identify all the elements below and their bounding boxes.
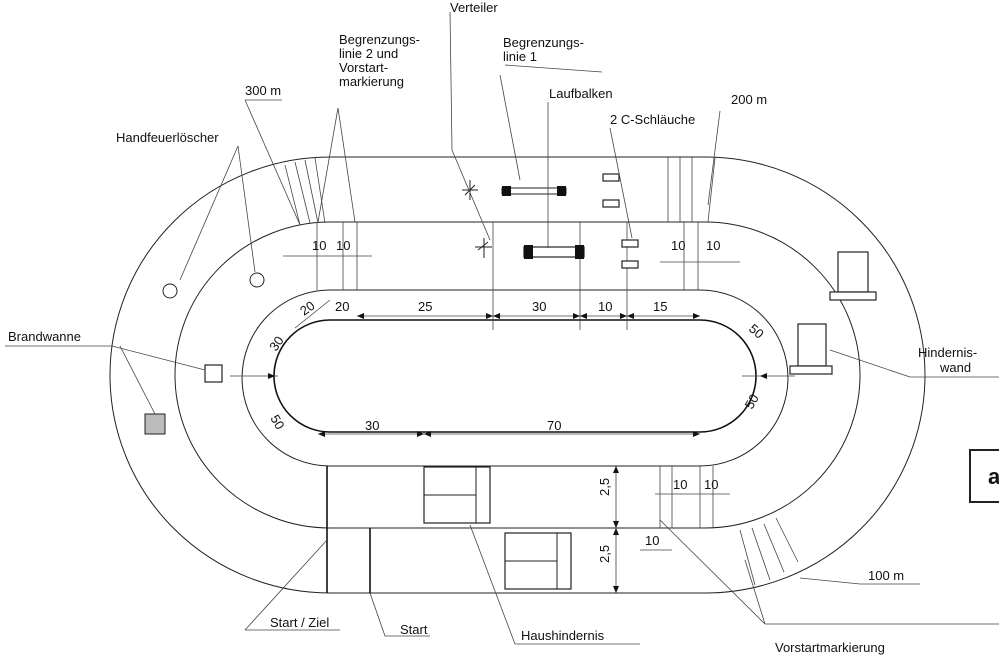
dim-10-b: 10: [336, 238, 350, 253]
haushindernis-icon: [423, 466, 572, 590]
dim-20-b: 20: [335, 299, 349, 314]
label-200m: 200 m: [731, 92, 767, 107]
figure-letter: a: [988, 464, 999, 489]
top-marking-lines: [284, 157, 716, 330]
dim-10-top: 10: [598, 299, 612, 314]
label-verteiler: Verteiler: [450, 0, 498, 15]
dim-50-a: 50: [746, 321, 767, 342]
dim-10-d: 10: [706, 238, 720, 253]
dim-20-a: 20: [297, 298, 317, 319]
bottom-marking-lines: [659, 466, 799, 586]
label-start: Start: [400, 622, 428, 637]
label-haushindernis: Haushindernis: [521, 628, 605, 643]
label-hinderniswand: Hindernis- wand: [918, 345, 981, 375]
begrenzungslinie1-bar: [501, 187, 567, 195]
dim-70: 70: [547, 418, 561, 433]
infield-inner-oval: [273, 319, 757, 433]
dim-50-b: 50: [267, 412, 287, 432]
label-100m: 100 m: [868, 568, 904, 583]
dim-10-a: 10: [312, 238, 326, 253]
c-schlaeuche-icon: [602, 173, 639, 269]
label-c-schlaeuche: 2 C-Schläuche: [610, 112, 695, 127]
figure-letter-box: [969, 449, 999, 503]
dim-10-g: 10: [645, 533, 659, 548]
label-laufbalken: Laufbalken: [549, 86, 613, 101]
dim-15: 15: [653, 299, 667, 314]
hinderniswand-icon: [789, 251, 877, 375]
verteiler-icon: [462, 180, 492, 258]
dim-2-5-a: 2,5: [597, 478, 612, 496]
label-begrenzungslinie1: Begrenzungs- linie 1: [503, 35, 588, 64]
dim-10-e: 10: [673, 477, 687, 492]
dimension-arrows: [268, 313, 767, 593]
label-start-ziel: Start / Ziel: [270, 615, 329, 630]
label-begrenzungslinie2: Begrenzungs- linie 2 und Vorstart- marki…: [339, 32, 424, 89]
brandwanne-box: [204, 364, 223, 383]
dim-30-bottom: 30: [365, 418, 379, 433]
handfeuerloescher-icon-2: [249, 272, 265, 288]
track-outer-edge: [109, 156, 926, 594]
leader-lines: [5, 11, 999, 645]
label-300m: 300 m: [245, 83, 281, 98]
brandwanne-box-2: [144, 413, 166, 435]
dimension-lines: [230, 255, 795, 593]
dim-25: 25: [418, 299, 432, 314]
track-lane-line: [174, 221, 861, 529]
dim-10-c: 10: [671, 238, 685, 253]
dim-2-5-b: 2,5: [597, 545, 612, 563]
dim-30-top: 30: [532, 299, 546, 314]
label-brandwanne: Brandwanne: [8, 329, 81, 344]
dim-10-f: 10: [704, 477, 718, 492]
label-handfeuerloescher: Handfeuerlöscher: [116, 130, 219, 145]
label-vorstartmarkierung: Vorstartmarkierung: [775, 640, 885, 655]
dim-30-left: 30: [266, 333, 287, 353]
handfeuerloescher-icon: [162, 283, 178, 299]
dim-50-c: 50: [742, 391, 762, 411]
